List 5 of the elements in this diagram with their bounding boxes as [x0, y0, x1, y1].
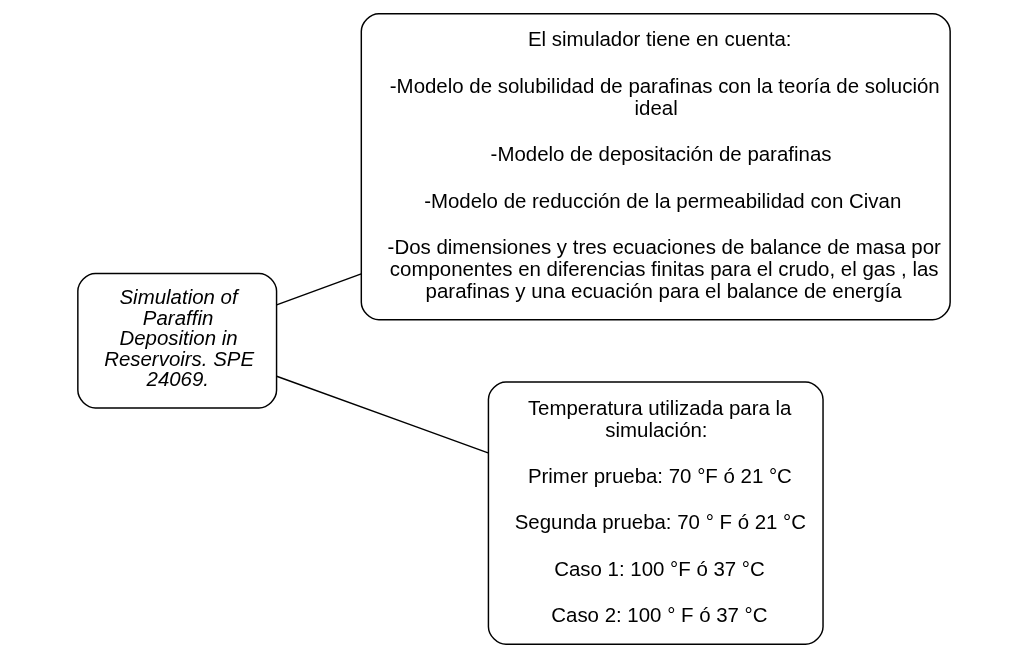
connector	[275, 273, 362, 306]
connector	[275, 375, 489, 454]
node-box: El simulador tiene en cuenta: -Modelo de solubilidad de parafinas con la teoría de solución ideal -Modelo de depositación de parafinas -Modelo de reducción de la permeabilidad con Civan -Dos dimensiones y tres ecuaciones de balance de masa por componentes en diferencias finitas para el crudo, el gas , las parafinas y una ecuación para el balance de energía	[360, 13, 951, 321]
node-box: Temperatura utilizada para la simulación: Primer prueba: 70 °F ó 21 °C Segunda prueba: 70 ° F ó 21 °C Caso 1: 100 °F ó 37 °C Caso 2: 100 ° F ó 37 °C	[487, 381, 824, 645]
node-box: Simulation of Paraffin Deposition in Reservoirs. SPE 24069.	[77, 272, 278, 409]
